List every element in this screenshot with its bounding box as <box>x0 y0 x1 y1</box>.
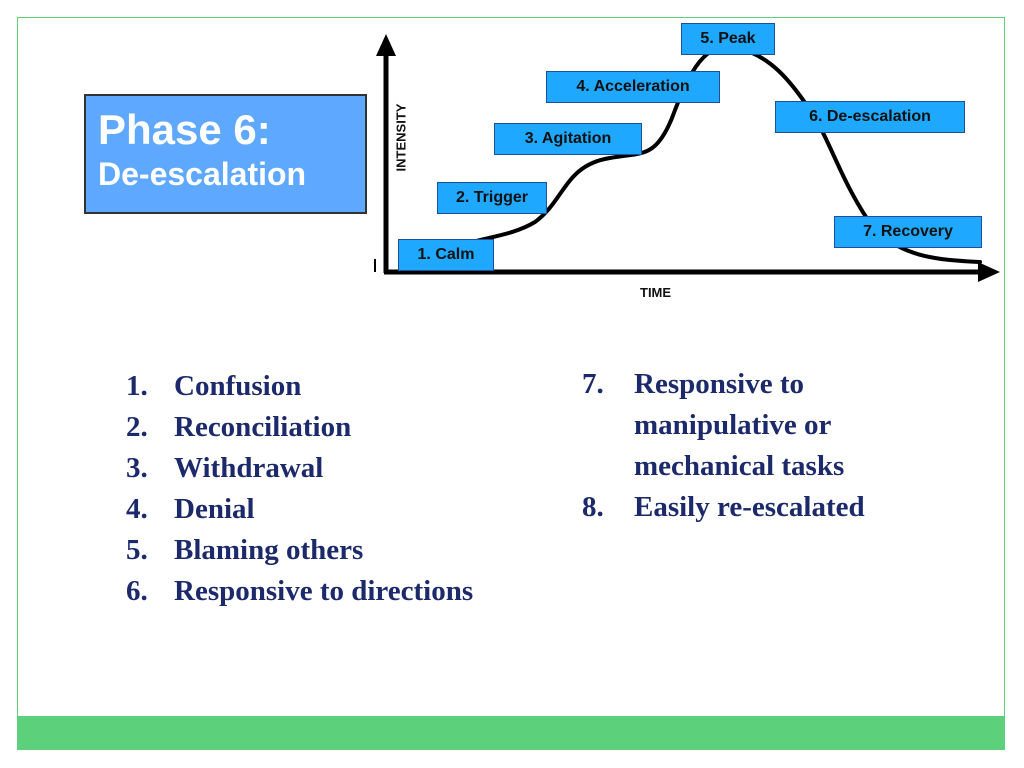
list-item-text: Withdrawal <box>174 452 324 484</box>
list-item: 8. Easily re-escalated <box>582 487 992 528</box>
stage-calm: 1. Calm <box>398 239 494 271</box>
footer-bar <box>17 716 1005 750</box>
list-item: 6. Responsive to directions <box>126 571 626 612</box>
list-item: 1. Confusion <box>126 366 626 407</box>
list-item-text: Responsive to directions <box>174 575 474 607</box>
list-item-text: Blaming others <box>174 534 364 566</box>
list-item-number: 6. <box>126 575 148 607</box>
y-axis-label: INTENSITY <box>393 103 409 172</box>
list-item-continuation: mechanical tasks <box>582 446 992 487</box>
list-item: 2. Reconciliation <box>126 407 626 448</box>
list-item-number: 5. <box>126 534 148 566</box>
list-item: 4. Denial <box>126 489 626 530</box>
stage-peak: 5. Peak <box>681 23 775 55</box>
list-item-number: 3. <box>126 452 148 484</box>
list-item: 3. Withdrawal <box>126 448 626 489</box>
title-line-1: Phase 6: <box>98 106 271 153</box>
list-item-text: manipulative or <box>634 409 832 441</box>
list-item-number: 4. <box>126 493 148 525</box>
characteristics-list-right: 7. Responsive to manipulative or mechanic… <box>582 364 992 528</box>
title-line-2: De-escalation <box>98 156 307 192</box>
list-item-continuation: manipulative or <box>582 405 992 446</box>
list-item-number: 2. <box>126 411 148 443</box>
stage-agitation: 3. Agitation <box>494 123 642 155</box>
list-item-number: 8. <box>582 491 604 523</box>
list-item-number: 7. <box>582 368 604 400</box>
list-item-text: Reconciliation <box>174 411 352 443</box>
stage-recovery: 7. Recovery <box>834 216 982 248</box>
list-item-text: mechanical tasks <box>634 450 845 482</box>
title-box: Phase 6: De-escalation <box>84 94 367 214</box>
list-item: 5. Blaming others <box>126 530 626 571</box>
y-axis-arrowhead <box>376 34 396 56</box>
stage-de-escalation: 6. De-escalation <box>775 101 965 133</box>
characteristics-list-left: 1. Confusion 2. Reconciliation 3. Withdrawa… <box>126 366 626 612</box>
list-item: 7. Responsive to <box>582 364 992 405</box>
list-item-text: Easily re-escalated <box>634 491 865 523</box>
list-item-text: Confusion <box>174 370 302 402</box>
stage-trigger: 2. Trigger <box>437 182 547 214</box>
list-item-text: Denial <box>174 493 255 525</box>
x-axis-arrowhead <box>978 262 1000 282</box>
stage-acceleration: 4. Acceleration <box>546 71 720 103</box>
list-item-number: 1. <box>126 370 148 402</box>
x-axis-label: TIME <box>640 285 672 300</box>
list-item-text: Responsive to <box>634 368 804 400</box>
